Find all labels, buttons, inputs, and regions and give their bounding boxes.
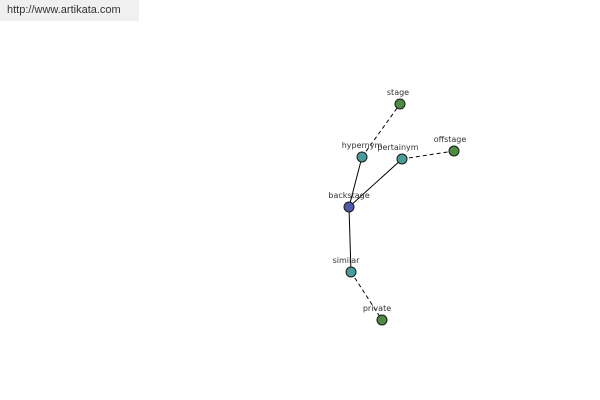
node-label-similar: similar	[333, 256, 361, 265]
node-dot-pertainym[interactable]	[396, 153, 408, 165]
edge-backstage-pertainym	[348, 158, 403, 208]
edge-similar-private	[350, 271, 383, 321]
node-dot-backstage[interactable]	[343, 201, 355, 213]
node-label-pertainym: pertainym	[377, 143, 418, 152]
node-stage[interactable]: stage	[387, 88, 409, 110]
node-hypernym[interactable]: hypernym	[342, 141, 383, 163]
node-private[interactable]: private	[363, 304, 391, 326]
edge-pertainym-offstage	[401, 150, 455, 160]
node-dot-stage[interactable]	[394, 98, 406, 110]
edges-layer	[348, 103, 455, 321]
node-label-offstage: offstage	[434, 135, 467, 144]
node-pertainym[interactable]: pertainym	[377, 143, 419, 165]
edge-backstage-similar	[348, 206, 352, 273]
node-label-private: private	[363, 304, 391, 313]
node-label-backstage: backstage	[328, 191, 369, 200]
site-url-banner[interactable]: http://www.artikata.com	[0, 0, 139, 21]
node-label-stage: stage	[387, 88, 409, 97]
edge-hypernym-stage	[361, 103, 401, 158]
edge-backstage-hypernym	[348, 156, 363, 208]
node-dot-private[interactable]	[376, 314, 388, 326]
node-dot-similar[interactable]	[345, 266, 357, 278]
node-similar[interactable]: similar	[333, 256, 361, 278]
node-label-hypernym: hypernym	[342, 141, 383, 150]
node-dot-hypernym[interactable]	[356, 151, 368, 163]
node-offstage[interactable]: offstage	[434, 135, 467, 157]
node-backstage[interactable]: backstage	[328, 191, 370, 213]
node-dot-offstage[interactable]	[448, 145, 460, 157]
